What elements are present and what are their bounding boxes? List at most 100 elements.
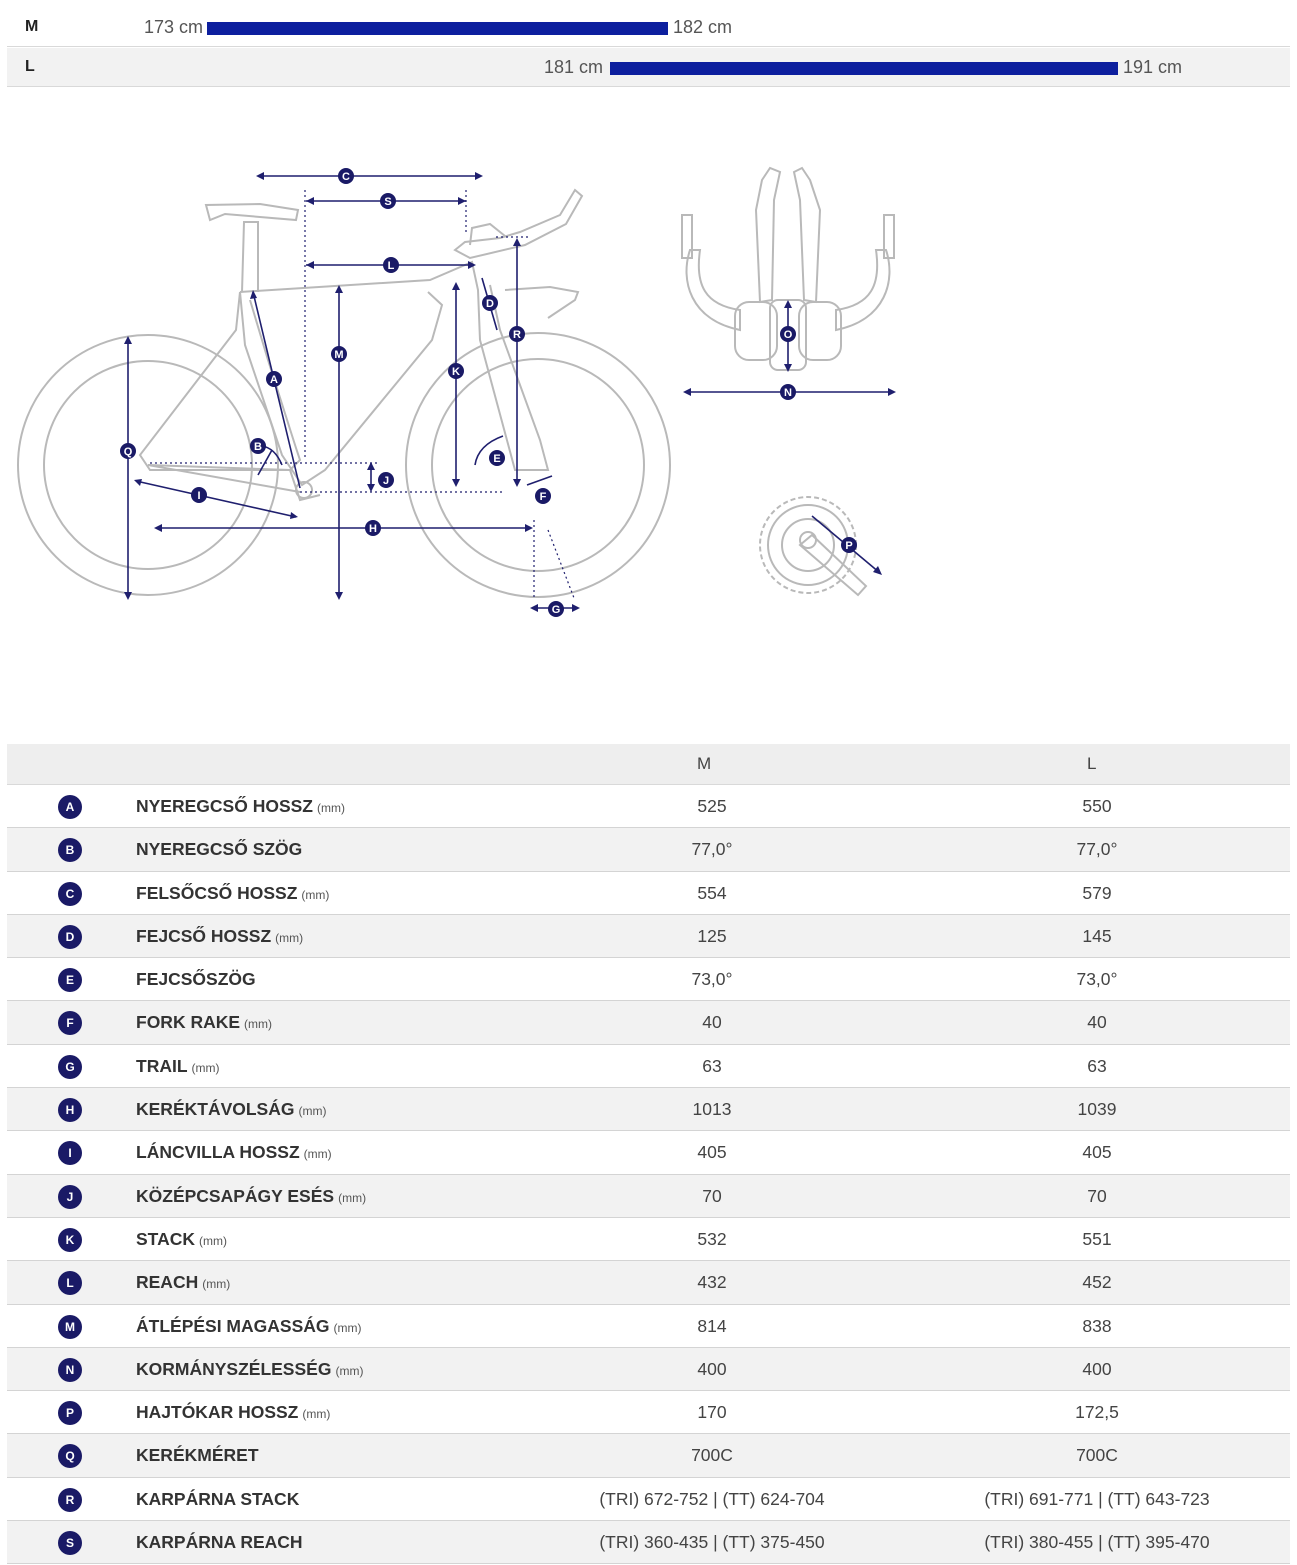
measurement-name: KÖZÉPCSAPÁGY ESÉS(mm) <box>136 1186 366 1207</box>
measurement-unit: (mm) <box>275 930 304 945</box>
svg-text:K: K <box>452 366 460 378</box>
svg-text:O: O <box>784 329 793 341</box>
table-row: E FEJCSŐSZÖG 73,0° 73,0° <box>7 958 1290 1002</box>
value-size-l: 551 <box>1082 1228 1112 1249</box>
measurement-name: FEJCSŐSZÖG <box>136 969 260 990</box>
measurement-name: REACH(mm) <box>136 1272 230 1293</box>
dimension-letter-badge: L <box>58 1271 82 1296</box>
badge-n: N <box>780 384 796 400</box>
table-row: L REACH(mm) 432 452 <box>7 1261 1290 1305</box>
badge-j: J <box>378 472 394 488</box>
svg-text:B: B <box>254 441 262 453</box>
value-size-l: 63 <box>1087 1055 1107 1076</box>
measurement-unit: (mm) <box>338 1190 367 1205</box>
measurement-unit: (mm) <box>316 801 345 815</box>
badge-f: F <box>535 488 551 504</box>
value-size-l: 1039 <box>1077 1099 1117 1120</box>
height-max: 191 cm <box>1123 57 1183 77</box>
value-size-m: 170 <box>697 1402 727 1423</box>
dimension-letter-badge: A <box>58 795 82 819</box>
value-size-m: (TRI) 360-435 | (TT) 375-450 <box>599 1532 825 1553</box>
value-size-l: (TRI) 380-455 | (TT) 395-470 <box>984 1532 1210 1553</box>
bike-geometry-diagram: C S L M K R D A B Q I H J E F G O N P <box>17 166 896 617</box>
badge-r: R <box>509 326 525 342</box>
measurement-name: ÁTLÉPÉSI MAGASSÁG(mm) <box>136 1316 361 1337</box>
dimension-letter-badge: N <box>58 1357 82 1382</box>
column-header-l: L <box>1087 754 1097 773</box>
svg-text:H: H <box>369 523 377 535</box>
svg-text:R: R <box>513 329 521 341</box>
badge-h: H <box>365 520 381 536</box>
height-min: 173 cm <box>143 17 203 37</box>
value-size-l: 452 <box>1082 1272 1112 1293</box>
measurement-label: TRAIL <box>136 1055 188 1076</box>
value-size-l: 838 <box>1082 1315 1112 1336</box>
badge-a: A <box>266 371 282 387</box>
dimension-letter-badge: E <box>58 968 82 993</box>
value-size-l: 579 <box>1082 882 1112 903</box>
dimension-letter-badge: R <box>58 1487 82 1512</box>
measurement-name: KARPÁRNA REACH <box>136 1532 307 1553</box>
measurement-label: KARPÁRNA REACH <box>136 1532 303 1553</box>
measurement-name: STACK(mm) <box>136 1229 227 1250</box>
svg-text:G: G <box>552 604 561 616</box>
value-size-l: 73,0° <box>1076 969 1118 990</box>
value-size-m: 400 <box>697 1358 727 1379</box>
value-size-m: 77,0° <box>691 839 733 860</box>
value-size-m: 125 <box>697 925 727 946</box>
measurement-unit: (mm) <box>191 1060 220 1075</box>
value-size-l: 77,0° <box>1076 839 1118 860</box>
value-size-l: 400 <box>1082 1358 1112 1379</box>
value-size-l: 145 <box>1082 925 1112 946</box>
size-row-l: L 181 cm 191 cm <box>7 48 1290 87</box>
measurement-label: KERÉKTÁVOLSÁG <box>136 1099 295 1120</box>
value-size-m: 432 <box>697 1272 727 1293</box>
svg-text:F: F <box>540 491 547 503</box>
height-range-bar <box>207 22 668 35</box>
badge-b: B <box>250 438 266 454</box>
size-row-m: M 173 cm 182 cm <box>7 8 1290 47</box>
value-size-m: 73,0° <box>691 969 733 990</box>
dimension-letter-badge: H <box>58 1098 82 1123</box>
measurement-unit: (mm) <box>298 1104 327 1119</box>
svg-text:P: P <box>845 540 852 552</box>
value-size-m: 525 <box>697 796 727 816</box>
measurement-label: KARPÁRNA STACK <box>136 1488 300 1509</box>
size-label: M <box>25 18 39 35</box>
measurement-label: STACK <box>136 1228 195 1249</box>
svg-text:Q: Q <box>124 446 133 458</box>
dimension-letter-badge: J <box>58 1184 82 1209</box>
measurement-label: FEJCSŐ HOSSZ <box>136 925 272 946</box>
value-size-l: (TRI) 691-771 | (TT) 643-723 <box>984 1488 1210 1509</box>
badge-d: D <box>482 295 498 311</box>
measurement-label: NYEREGCSŐ SZÖG <box>136 839 303 860</box>
dimension-lines <box>127 175 894 609</box>
table-header: M L <box>7 744 1290 785</box>
measurement-label: LÁNCVILLA HOSSZ <box>136 1142 300 1163</box>
svg-text:N: N <box>784 387 792 399</box>
measurement-name: KORMÁNYSZÉLESSÉG(mm) <box>136 1359 363 1380</box>
measurement-unit: (mm) <box>302 1407 331 1422</box>
column-header-m: M <box>697 754 712 773</box>
badge-s: S <box>380 193 396 209</box>
dimension-letter-badge: M <box>58 1314 82 1339</box>
badge-q: Q <box>120 443 136 459</box>
measurement-label: KÖZÉPCSAPÁGY ESÉS <box>136 1185 335 1206</box>
measurement-unit: (mm) <box>301 887 330 902</box>
height-max: 182 cm <box>673 17 733 37</box>
dimension-letter-badge: B <box>58 838 82 863</box>
dimension-letter-badge: P <box>58 1401 82 1426</box>
badge-g: G <box>548 601 564 617</box>
measurement-label: NYEREGCSŐ HOSSZ <box>136 796 313 816</box>
value-size-l: 172,5 <box>1075 1402 1119 1423</box>
